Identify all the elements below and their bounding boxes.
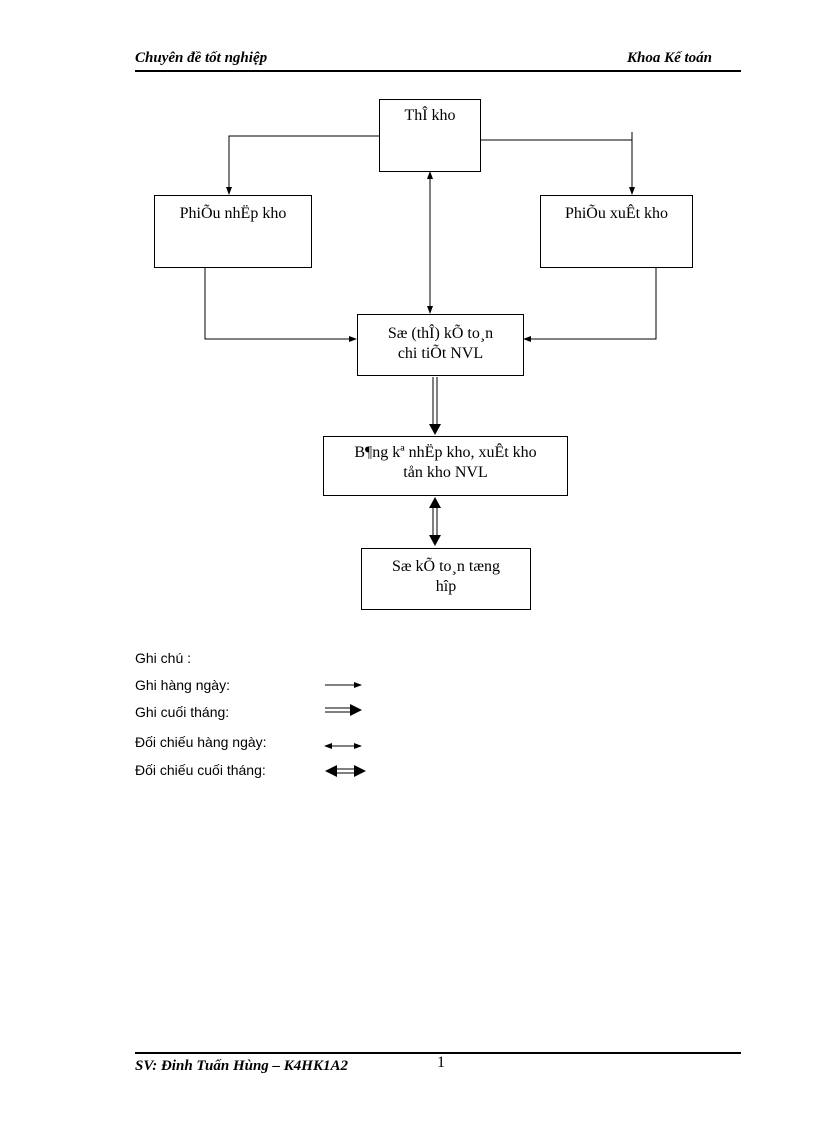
legend-arrow-monthly-recon-left: [325, 765, 337, 777]
box-so-chi-tiet-line2: chi tiÕt NVL: [397, 345, 484, 362]
box-so-chi-tiet-line1: Sæ (thÎ) kÕ to¸n: [387, 325, 494, 342]
box-the-kho: ThÎ kho: [379, 99, 481, 172]
arrow-sochitiet-to-bangke: [429, 424, 441, 435]
box-bang-ke-line1: B¶ng kª nhËp kho, xuÊt kho: [354, 444, 537, 461]
header-right: Khoa Kế toán: [627, 50, 713, 66]
footer-author: SV: Đinh Tuấn Hùng – K4HK1A2: [135, 1058, 348, 1074]
arrow-bangke-sotonghop-up: [429, 497, 441, 508]
box-phieu-xuat-kho: PhiÕu xuÊt kho: [540, 195, 693, 268]
box-so-tong-hop-line1: Sæ kÕ to¸n tæng: [391, 558, 500, 575]
legend-arrow-monthly: [350, 704, 362, 716]
legend-arrow-monthly-recon-right: [354, 765, 366, 777]
box-so-tong-hop-line2: hîp: [435, 578, 457, 595]
arrow-thekho-to-phieunhap: [226, 135, 379, 195]
box-bang-ke: B¶ng kª nhËp kho, xuÊt kho tån kho NVL: [323, 436, 568, 496]
header-left: Chuyên đề tốt nghiệp: [135, 50, 268, 66]
arrow-phieuxuat-to-sochitiet: [523, 267, 657, 342]
arrow-thekho-to-phieuxuat: [481, 139, 635, 195]
box-phieu-nhap-kho: PhiÕu nhËp kho: [154, 195, 312, 268]
header-rule: [135, 70, 741, 72]
box-the-kho-label: ThÎ kho: [404, 107, 456, 124]
arrow-phieunhap-to-sochitiet: [204, 267, 357, 342]
legend-label-daily-recon: Đối chiếu hàng ngày:: [135, 734, 267, 750]
box-phieu-nhap-label: PhiÕu nhËp kho: [179, 205, 287, 222]
legend-label-monthly-recon: Đối chiếu cuối tháng:: [135, 762, 266, 778]
page-number: 1: [437, 1054, 445, 1071]
legend-label-monthly: Ghi cuối tháng:: [135, 704, 230, 720]
box-bang-ke-line2: tån kho NVL: [403, 464, 488, 481]
box-so-tong-hop: Sæ kÕ to¸n tæng hîp: [361, 548, 531, 610]
arrow-bangke-sotonghop-down: [429, 535, 441, 546]
legend-title: Ghi chú :: [135, 650, 192, 666]
box-phieu-xuat-label: PhiÕu xuÊt kho: [564, 205, 669, 222]
footer-rule: [135, 1052, 741, 1054]
legend-label-daily: Ghi hàng ngày:: [135, 677, 230, 693]
box-so-chi-tiet: Sæ (thÎ) kÕ to¸n chi tiÕt NVL: [357, 314, 524, 376]
